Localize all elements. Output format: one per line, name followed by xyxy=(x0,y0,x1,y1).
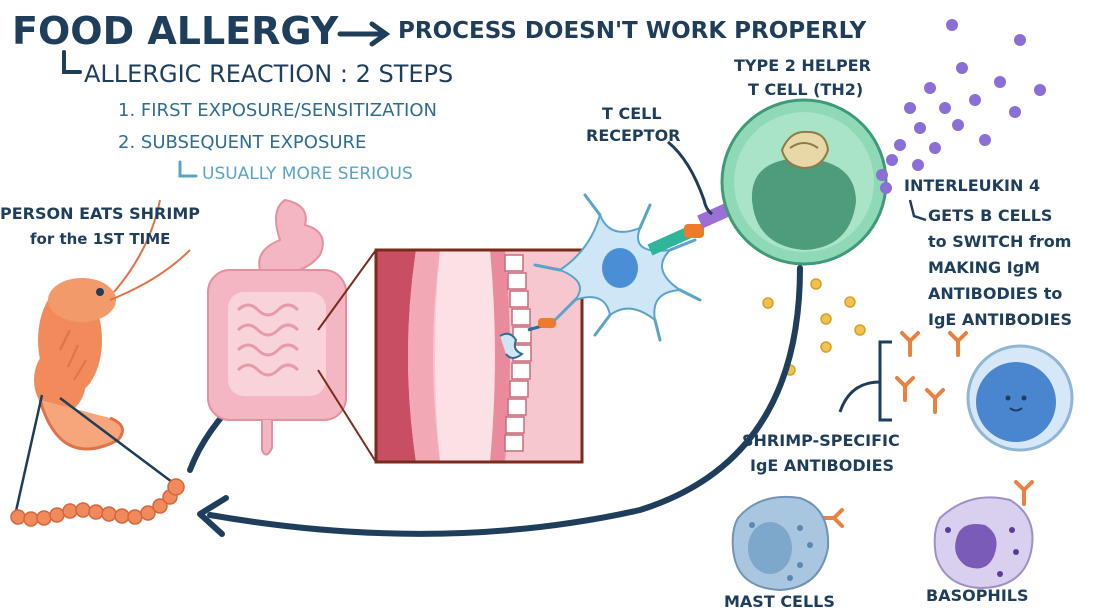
protein-chain-icon xyxy=(11,479,184,526)
antibody-bracket xyxy=(840,342,892,420)
step-2: 2. SUBSEQUENT EXPOSURE xyxy=(118,134,366,152)
il4-line5: IgE ANTIBODIES xyxy=(928,312,1072,328)
b-cell-icon xyxy=(968,346,1072,450)
th2-label-line2: T CELL (TH2) xyxy=(748,82,863,98)
person-label-line2: for the 1ST TIME xyxy=(30,232,170,247)
ige-label-line1: SHRIMP-SPECIFIC xyxy=(742,433,900,449)
t-cell-receptor-icon xyxy=(650,205,738,250)
tcr-pointer xyxy=(668,142,712,214)
interleukin-4-dots xyxy=(876,19,1046,194)
page-title: FOOD ALLERGY xyxy=(12,12,338,50)
il4-line4: ANTIBODIES to xyxy=(928,286,1062,302)
step-note: USUALLY MORE SERIOUS xyxy=(202,166,413,183)
tcr-label-line1: T CELL xyxy=(602,106,662,122)
cytokine-dots xyxy=(763,279,865,375)
mast-cell-icon xyxy=(733,497,828,590)
steps-header: ALLERGIC REACTION : 2 STEPS xyxy=(84,62,453,86)
person-label-line1: PERSON EATS SHRIMP xyxy=(0,206,200,222)
th2-label-line1: TYPE 2 HELPER xyxy=(734,58,871,74)
il4-line1: GETS B CELLS xyxy=(928,208,1052,224)
tcr-label-line2: RECEPTOR xyxy=(586,128,680,144)
digestive-tract-icon xyxy=(208,200,346,455)
basophil-icon xyxy=(935,497,1033,588)
title-subtext: PROCESS DOESN'T WORK PROPERLY xyxy=(398,20,866,43)
th2-cell-icon xyxy=(722,100,886,264)
intestinal-wall-zoom xyxy=(376,250,582,462)
serious-hook xyxy=(180,162,196,176)
il4-line2: to SWITCH from xyxy=(928,234,1071,250)
steps-hook xyxy=(64,52,80,72)
il4-title: INTERLEUKIN 4 xyxy=(904,178,1040,194)
title-arrow xyxy=(340,24,386,44)
il4-line3: MAKING IgM xyxy=(928,260,1040,276)
step-1: 1. FIRST EXPOSURE/SENSITIZATION xyxy=(118,102,437,120)
mast-cells-label: MAST CELLS xyxy=(724,594,835,610)
ige-label-line2: IgE ANTIBODIES xyxy=(750,458,894,474)
basophils-label: BASOPHILS xyxy=(926,588,1029,604)
